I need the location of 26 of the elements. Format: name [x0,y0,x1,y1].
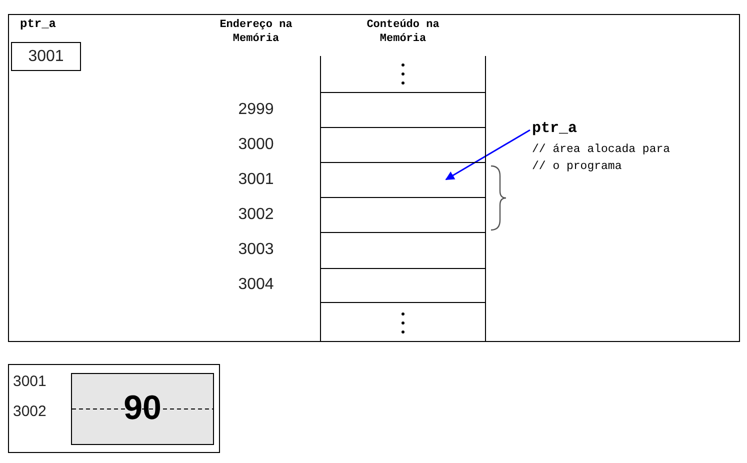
memory-cell [320,268,486,302]
memory-example-box [8,364,220,453]
stored-value-box [71,373,214,445]
pointer-value: 3001 [27,48,65,66]
column-heading: Conteúdo na Memória [366,18,440,46]
code-comment: // área alocada para // o programa [532,142,672,175]
memory-address: 3002 [13,403,46,420]
variable-name: ptr_a [20,17,56,31]
memory-address: 3003 [237,241,275,259]
memory-cell [320,197,486,232]
arrow [445,129,530,180]
memory-cell [320,127,486,162]
memory-address: 2999 [237,100,275,118]
memory-address: 3001 [13,373,46,390]
memory-cell [320,162,486,197]
column-heading: Endereço na Memória [218,18,294,46]
memory-cell [320,92,486,127]
memory-address: 3000 [237,136,275,154]
memory-cell [320,56,486,92]
memory-address: 3004 [237,276,275,294]
variable-name: ptr_a [532,120,578,137]
stored-value: 90 [124,388,162,428]
memory-address: 3002 [237,206,275,224]
memory-cell [320,232,486,268]
memory-cell [320,302,486,341]
memory-address: 3001 [237,170,275,188]
